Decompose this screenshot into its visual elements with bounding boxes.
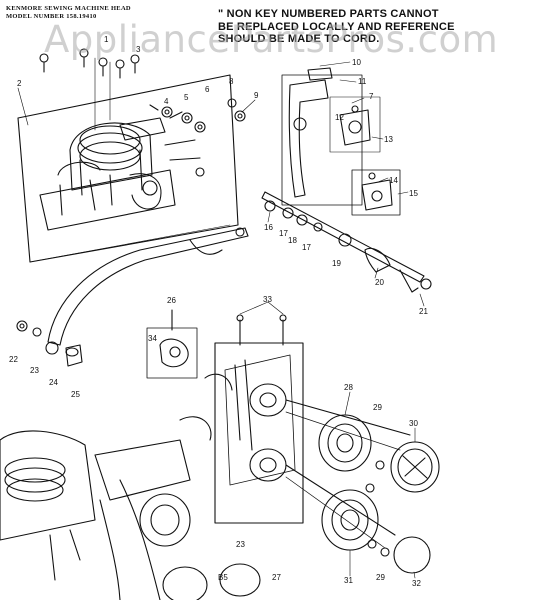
callout: 14: [389, 176, 398, 185]
callout: 18: [288, 236, 297, 245]
bracket-11: [281, 67, 363, 206]
callout: 31: [344, 576, 353, 585]
callout: 10: [352, 58, 361, 67]
callout: 17: [279, 229, 288, 238]
callout: 9: [254, 91, 259, 100]
callout: 29: [376, 573, 385, 582]
callout: 15: [409, 189, 418, 198]
callout: 30: [409, 419, 418, 428]
callout: 5: [184, 93, 189, 102]
callout: 1: [104, 35, 109, 44]
parts-note: " NON KEY NUMBERED PARTS CANNOT BE REPLA…: [218, 8, 455, 46]
note-line3: SHOULD BE MADE TO CORD.: [218, 33, 380, 45]
callout: 19: [332, 259, 341, 268]
callout: 23: [30, 366, 39, 375]
bracket-15: [351, 169, 401, 216]
callout: 4: [164, 97, 169, 106]
callout: 25: [71, 390, 80, 399]
small-parts-4-6: [161, 98, 256, 133]
small-parts-22-25: [16, 320, 83, 367]
bracket-13: [329, 96, 381, 153]
callout-numbers: 1 2 3 4 5 6 7 8 9 10 11 12 13 14 15 16 1…: [9, 35, 428, 588]
callout: 6: [205, 85, 210, 94]
tension-mechanism: [39, 104, 205, 231]
header-line1: KENMORE SEWING MACHINE HEAD: [6, 5, 131, 12]
page-label: B5: [218, 573, 228, 582]
disc-32: [393, 536, 431, 574]
callout: 8: [229, 77, 234, 86]
callout: 3: [136, 45, 141, 54]
note-line2: BE REPLACED LOCALLY AND REFERENCE: [218, 20, 455, 33]
callout: 23: [236, 540, 245, 549]
callout: 34: [148, 334, 157, 343]
callout: 33: [263, 295, 272, 304]
callout: 20: [375, 278, 384, 287]
callout: 2: [17, 79, 22, 88]
callout: 16: [264, 223, 273, 232]
disc-28: [318, 414, 372, 472]
callout: 27: [272, 573, 281, 582]
watermark: AppliancePartsPros.com: [44, 18, 499, 61]
header-line2: MODEL NUMBER 158.19410: [6, 13, 97, 20]
small-parts-29: [365, 460, 390, 557]
leader-lines: [17, 61, 425, 579]
callout: 17: [302, 243, 311, 252]
callout: 12: [335, 113, 344, 122]
callout: 22: [9, 355, 18, 364]
callout: 11: [358, 77, 367, 86]
model-header: KENMORE SEWING MACHINE HEAD MODEL NUMBER…: [6, 5, 131, 21]
callout: 21: [419, 307, 428, 316]
callout: 24: [49, 378, 58, 387]
connecting-arm: [45, 227, 249, 355]
shafts: [285, 399, 411, 549]
callout: 29: [373, 403, 382, 412]
feed-rod: [261, 191, 432, 293]
upper-assembly-box: [17, 74, 239, 263]
part-26-box: [146, 309, 198, 379]
disc-30: [390, 441, 440, 493]
callout: 32: [412, 579, 421, 588]
callout: 26: [167, 296, 176, 305]
callout: 28: [344, 383, 353, 392]
callout: 13: [384, 135, 393, 144]
note-line1: " NON KEY NUMBERED PARTS CANNOT: [218, 8, 439, 20]
screws-top: [39, 48, 140, 131]
lower-machine-view: [0, 416, 261, 600]
callout: 7: [369, 92, 374, 101]
